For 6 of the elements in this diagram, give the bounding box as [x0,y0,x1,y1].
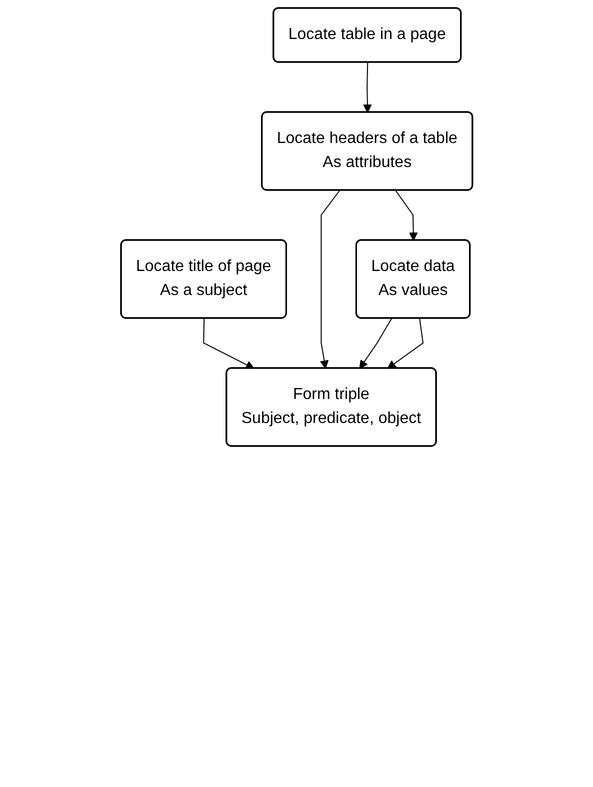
arrow [387,318,424,369]
arrow [394,190,418,241]
arrow [320,190,340,369]
arrow [202,318,254,369]
arrow [362,62,372,113]
arrow [359,318,392,369]
